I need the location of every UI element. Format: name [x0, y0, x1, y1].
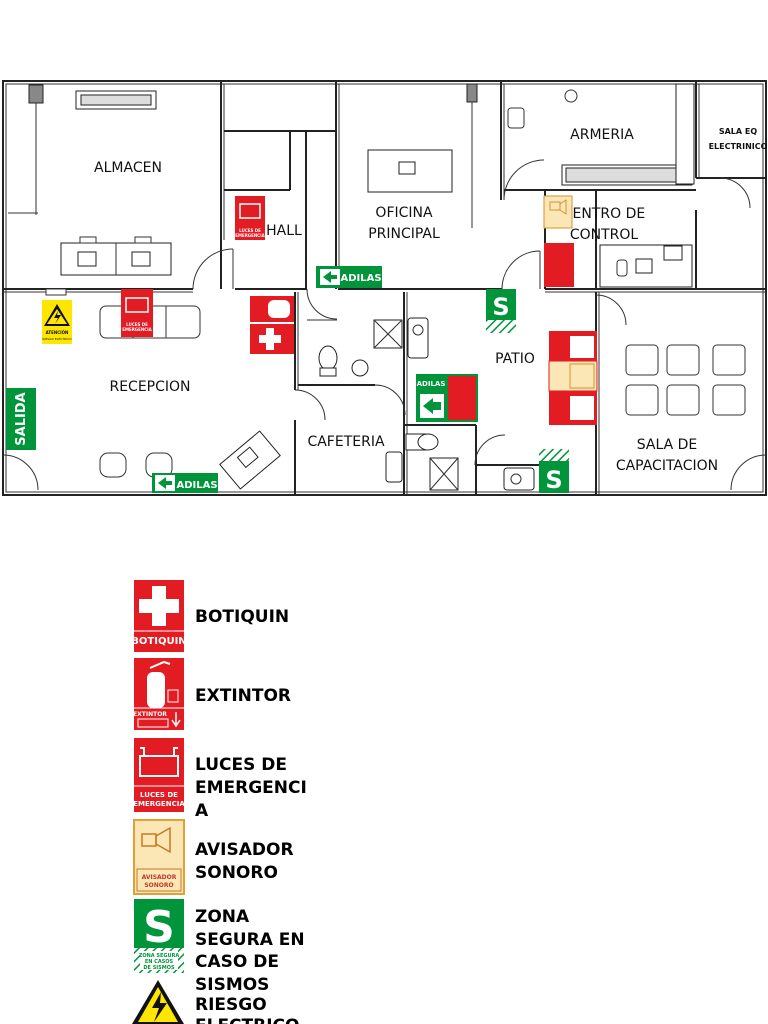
room-label-patio: PATIO	[495, 351, 535, 367]
alarm-panel-centro	[544, 243, 574, 287]
emergency-light-hall: LUCES DE EMERGENCIA	[235, 196, 266, 240]
room-label-almacen: ALMACEN	[94, 160, 162, 176]
sign-cluster-patio	[548, 331, 598, 425]
legend-sign-text: ZONA SEGURA	[139, 953, 180, 959]
exit-sign-hall: ADILAS	[316, 266, 382, 288]
emergency-light-icon: LUCES DE EMERGENCIA	[133, 738, 185, 812]
emergency-light-text: EMERGENCIA	[235, 233, 265, 238]
legend-label-line: SONORO	[195, 863, 278, 883]
legend-sign-text: BOTIQUIN	[131, 636, 186, 647]
legend-sign-text: EXTINTOR	[133, 711, 167, 718]
legend-label-line: ZONA	[195, 907, 250, 927]
legend-label-line: AVISADOR	[195, 840, 294, 860]
furniture	[8, 83, 746, 491]
legend-item-extintor: EXTINTOR EXTINTOR	[133, 658, 291, 730]
first-aid-icon: BOTIQUIN	[131, 580, 187, 652]
legend-label-line: RIESGO	[195, 995, 267, 1015]
exit-sign-text: ADILAS	[417, 380, 446, 388]
first-aid-sign-hall	[250, 296, 294, 354]
room-label-hall: HALL	[266, 223, 302, 239]
hazard-sign-text: ATENCIÓN	[46, 330, 69, 335]
legend-label-line: CASO DE	[195, 952, 279, 972]
plan-signs: ADILAS ADILAS SALIDA ADILAS S	[6, 195, 598, 494]
legend-label-line: LUCES DE	[195, 755, 287, 775]
legend-label-line: BOTIQUIN	[195, 607, 289, 627]
safe-zone-icon: S ZONA SEGURA EN CASOS DE SISMOS	[134, 899, 184, 973]
emergency-light-text: LUCES DE	[239, 228, 261, 233]
room-label-sala-cap-2: CAPACITACION	[616, 458, 718, 474]
legend-sign-text: AVISADOR	[142, 874, 177, 881]
exit-sign-patio: ADILAS	[416, 374, 478, 422]
legend: BOTIQUIN BOTIQUIN EXTINTOR EXTINTOR	[131, 580, 307, 1024]
legend-item-avisador: AVISADOR SONORO AVISADOR SONORO	[133, 819, 294, 895]
sound-alarm-icon: AVISADOR SONORO	[133, 819, 185, 895]
sound-alarm-sign-centro	[543, 195, 573, 229]
emergency-light-recepcion: LUCES DE EMERGENCIA	[121, 289, 153, 337]
exit-sign-text: SALIDA	[14, 392, 29, 445]
room-label-sala-cap-1: SALA DE	[637, 437, 698, 453]
electrical-hazard-icon	[132, 980, 184, 1024]
walls	[2, 80, 767, 496]
emergency-light-text: EMERGENCIA	[122, 327, 152, 332]
safe-zone-letter: S	[492, 293, 509, 321]
safe-zone-sign-patio: S	[486, 289, 516, 333]
room-label-cafeteria: CAFETERIA	[307, 434, 385, 450]
safe-zone-letter: S	[545, 466, 562, 494]
legend-label-line: SISMOS	[195, 975, 269, 995]
electrical-hazard-sign-recepcion: ATENCIÓN RIESGO ELÉCTRICO	[42, 300, 72, 344]
legend-sign-text: DE SISMOS	[143, 965, 175, 971]
exit-sign-recepcion: ADILAS	[152, 473, 218, 493]
legend-sign-text: EN CASOS	[145, 959, 174, 965]
room-label-centro-1: CENTRO DE	[563, 206, 645, 222]
exit-sign-text: ADILAS	[340, 273, 381, 284]
legend-sign-text: LUCES DE	[140, 791, 178, 799]
legend-label-line: SEGURA EN	[195, 930, 305, 950]
legend-item-botiquin: BOTIQUIN BOTIQUIN	[131, 580, 289, 652]
room-label-sala-eq-1: SALA EQ	[719, 127, 757, 136]
legend-label-line: EXTINTOR	[195, 686, 291, 706]
room-label-sala-eq-2: ELECTRINICO	[709, 142, 768, 151]
room-label-centro-2: CONTROL	[570, 227, 639, 243]
extinguisher-icon: EXTINTOR	[133, 658, 184, 730]
legend-sign-text: SONORO	[144, 882, 173, 889]
legend-item-zona-segura: S ZONA SEGURA EN CASOS DE SISMOS ZONA SE…	[134, 899, 305, 995]
legend-sign-text: S	[143, 902, 175, 953]
doors	[2, 159, 767, 491]
room-label-oficina-2: PRINCIPAL	[368, 226, 440, 242]
emergency-light-text: LUCES DE	[126, 322, 148, 327]
exit-sign-text: ADILAS	[176, 480, 217, 491]
legend-label-line: EMERGENCI	[195, 778, 307, 798]
legend-item-riesgo: RIESGO ELECTRICO	[132, 980, 299, 1024]
safe-zone-sign-sala: S	[539, 449, 569, 494]
legend-label-line: ELECTRICO	[195, 1016, 299, 1024]
room-labels: ALMACEN HALL OFICINA PRINCIPAL ARMERIA S…	[94, 127, 768, 474]
legend-sign-text: EMERGENCIA	[133, 800, 185, 808]
exit-sign-vertical: SALIDA	[6, 388, 36, 450]
room-label-armeria: ARMERIA	[570, 127, 634, 143]
room-label-recepcion: RECEPCION	[109, 379, 190, 395]
hazard-sign-text: RIESGO ELÉCTRICO	[42, 336, 72, 341]
legend-item-luces: LUCES DE EMERGENCIA LUCES DE EMERGENCI A	[133, 738, 307, 821]
room-label-oficina-1: OFICINA	[375, 205, 433, 221]
legend-label-line: A	[195, 801, 209, 821]
